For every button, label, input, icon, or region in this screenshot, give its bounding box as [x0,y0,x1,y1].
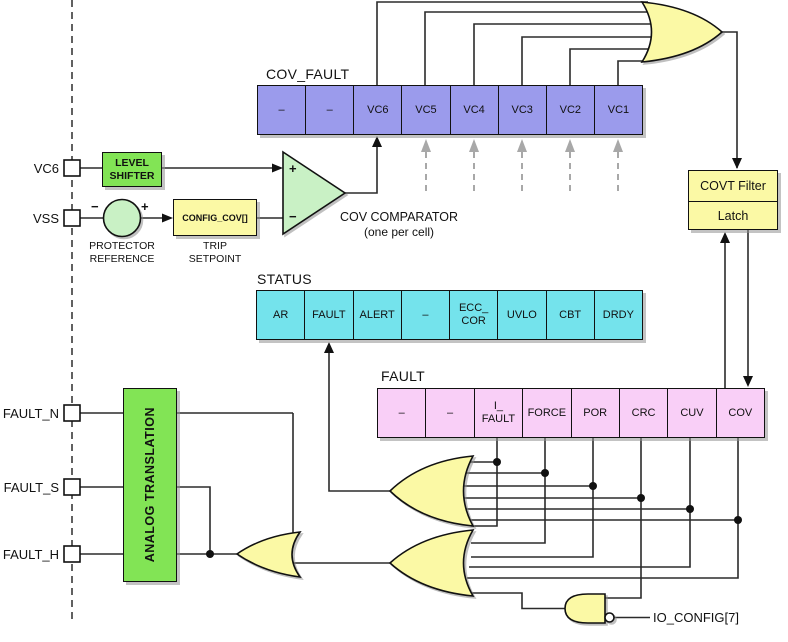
register-cell: – [425,389,474,437]
pin-label-fault-s: FAULT_S [3,480,59,495]
register-cell: VC5 [401,86,450,134]
register-cell: CRC [618,389,668,437]
register-cell: – [378,389,426,437]
reference-plus-sign: + [141,199,149,214]
register-cell: VC6 [353,86,402,134]
inverter-bubble-icon [604,612,615,623]
pin-fault-s [63,478,81,496]
trip-setpoint-label: TRIP SETPOINT [188,240,242,266]
io-config-and-gate-icon [564,593,606,624]
status-fault-or-gate-icon [388,455,475,527]
junction-dot [589,482,597,490]
junction-dot [734,516,742,524]
pin-fault-h [63,545,81,563]
junction-dot [541,469,549,477]
pin-fault-n [63,404,81,422]
fault-output-or-gate-icon [388,529,475,597]
latch-row: Latch [717,208,749,223]
covt-filter-latch-block: COVT Filter Latch [688,170,778,230]
io-config-label: IO_CONFIG[7] [653,610,739,625]
register-cell: DRDY [593,291,642,339]
register-cell: COV [715,389,764,437]
pin-vc6 [63,159,81,177]
junction-dot [637,494,645,502]
fault-register-title: FAULT [381,368,426,384]
register-cell: – [258,86,306,134]
register-cell: ALERT [352,291,401,339]
pin-label-vss: VSS [32,211,59,226]
register-cell: – [305,86,354,134]
junction-dot [206,550,214,558]
cov-comparator-label: COV COMPARATOR [339,210,459,224]
level-shifter-block: LEVEL SHIFTER [102,152,162,187]
cov-comparator-note: (one per cell) [363,225,435,239]
comparator-plus-sign: + [289,161,297,176]
register-cell: FAULT [304,291,353,339]
cov-fault-register-title: COV_FAULT [266,66,350,82]
register-cell: CUV [667,389,716,437]
register-cell: I_ FAULT [473,389,523,437]
register-cell: ECC_ COR [449,291,498,339]
register-cell: VC3 [497,86,546,134]
reference-minus-sign: − [91,199,99,214]
register-cell: UVLO [497,291,546,339]
analog-translation-block: ANALOG TRANSLATION [123,388,177,582]
config-cov-block: CONFIG_COV[] [173,199,257,236]
pin-label-vc6: VC6 [33,161,59,176]
comparator-minus-sign: − [289,209,297,224]
register-cell: FORCE [522,389,571,437]
pin-vss [63,209,81,227]
fault-pin-or-gate-icon [235,531,302,579]
status-register-title: STATUS [257,271,312,287]
junction-dot [686,505,694,513]
register-cell: AR [257,291,305,339]
register-cell: – [400,291,449,339]
register-cell: VC4 [449,86,498,134]
register-cell: VC2 [545,86,594,134]
cov-summary-or-gate-icon [640,1,724,63]
junction-dot [493,458,501,466]
pin-label-fault-h: FAULT_H [2,547,59,562]
cov-comparator-icon [282,150,347,236]
protector-reference-label: PROTECTOR REFERENCE [89,240,155,266]
covt-filter-row: COVT Filter [689,171,777,203]
register-cell: VC1 [593,86,642,134]
protector-reference-icon [102,198,142,238]
register-cell: POR [570,389,619,437]
pin-label-fault-n: FAULT_N [2,406,59,421]
register-cell: CBT [545,291,594,339]
per-cell-dashed-arrows [421,139,623,191]
